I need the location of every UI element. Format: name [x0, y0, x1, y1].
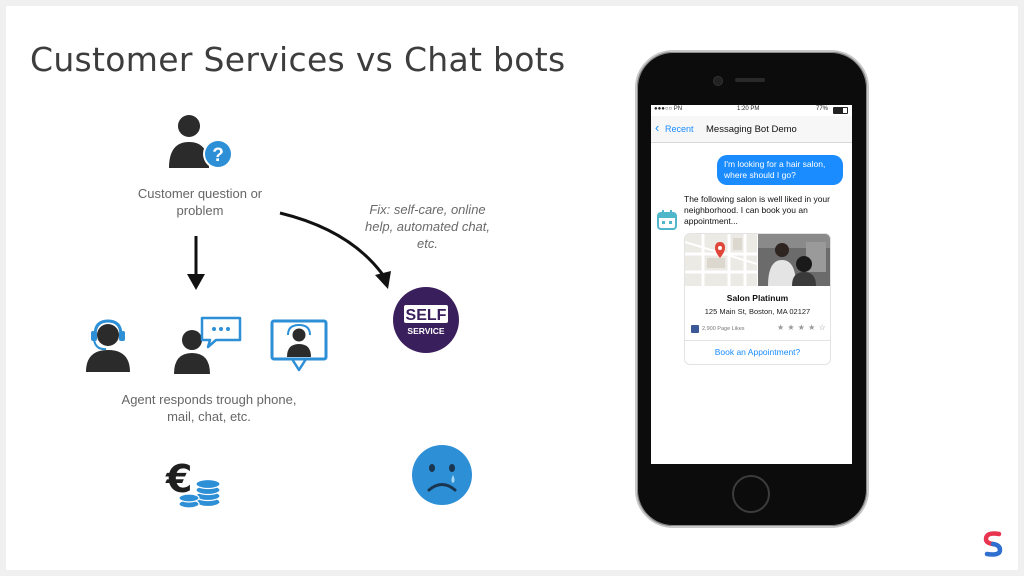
- slide-title: Customer Services vs Chat bots: [30, 40, 566, 79]
- calendar-bot-icon: [657, 210, 677, 230]
- phone-screen: ●●●○○ PN 1:20 PM 77% ‹ Recent Messaging …: [651, 105, 852, 464]
- customer-caption-line1: Customer question or: [137, 186, 263, 201]
- card-divider: [685, 340, 830, 341]
- self-service-badge-icon: SELF SERVICE: [393, 287, 459, 353]
- sad-face-icon: [412, 445, 472, 505]
- nav-bar: ‹ Recent Messaging Bot Demo: [651, 116, 852, 143]
- agent-chat-icon: [174, 316, 242, 374]
- agent-caption-line1: Agent responds trough phone,: [121, 392, 297, 407]
- question-mark: ?: [212, 145, 224, 166]
- fix-line1: Fix: self-care, online: [369, 202, 486, 217]
- agent-caption: Agent responds trough phone, mail, chat,…: [105, 391, 313, 425]
- fix-line2: help, automated chat,: [364, 219, 491, 234]
- status-bar: ●●●○○ PN 1:20 PM 77%: [651, 105, 852, 115]
- brand-logo-icon: [983, 531, 1003, 557]
- back-button[interactable]: Recent: [665, 124, 694, 134]
- user-message-bubble: I'm looking for a hair salon, where shou…: [717, 155, 843, 185]
- phone-camera: [713, 76, 723, 86]
- self-badge-bottom: SERVICE: [407, 326, 444, 336]
- agent-caption-line2: mail, chat, etc.: [167, 409, 251, 424]
- customer-caption-line2: problem: [176, 203, 224, 218]
- chat-title: Messaging Bot Demo: [706, 124, 797, 135]
- euro-coins-icon: €: [165, 457, 221, 509]
- customer-caption: Customer question or problem: [120, 185, 280, 219]
- status-carrier: ●●●○○ PN: [654, 106, 683, 112]
- salon-address: 125 Main St, Boston, MA 02127: [704, 307, 811, 316]
- salon-photo: [758, 234, 830, 286]
- rating-stars: ★ ★ ★ ★ ☆: [777, 323, 827, 332]
- salon-name: Salon Platinum: [726, 293, 789, 303]
- fix-caption: Fix: self-care, online help, automated c…: [350, 201, 505, 252]
- battery-icon: [833, 107, 848, 114]
- status-time: 1:20 PM: [737, 106, 760, 112]
- salon-card[interactable]: Salon Platinum 125 Main St, Boston, MA 0…: [684, 233, 831, 365]
- headset-agent-icon: [86, 319, 130, 372]
- back-chevron-icon[interactable]: ‹: [655, 120, 660, 135]
- phone-speaker: [735, 78, 765, 82]
- fix-line3: etc.: [417, 236, 438, 251]
- user-question-icon: ?: [169, 115, 233, 169]
- monitor-agent-icon: [270, 319, 328, 372]
- self-badge-top: SELF: [406, 307, 447, 324]
- curved-arrow-icon: [279, 211, 391, 289]
- facebook-icon: [691, 325, 699, 333]
- bot-message: The following salon is well liked in you…: [684, 194, 830, 226]
- down-arrow-icon: [187, 236, 205, 290]
- page-likes: 2,900 Page Likes: [702, 326, 745, 332]
- home-button[interactable]: [732, 475, 770, 513]
- book-appointment-button[interactable]: Book an Appointment?: [714, 347, 801, 357]
- map-thumbnail: [685, 234, 757, 286]
- status-battery: 77%: [816, 106, 829, 112]
